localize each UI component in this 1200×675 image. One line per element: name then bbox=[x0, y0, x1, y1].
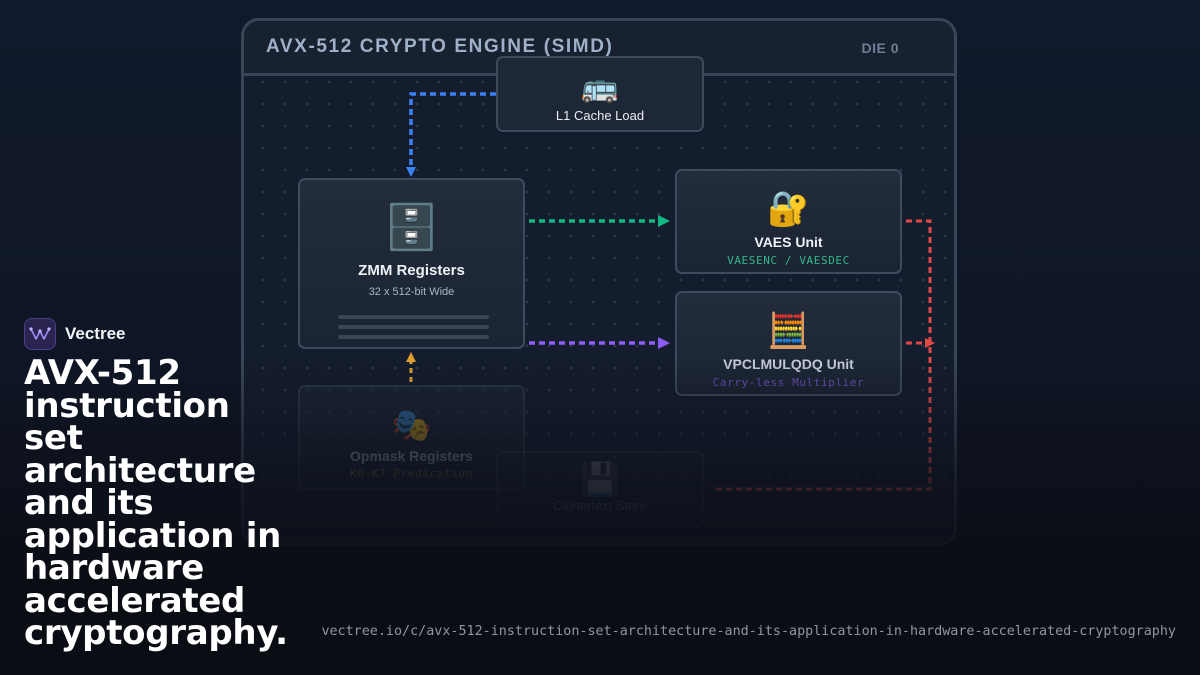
abacus-icon: 🧮 bbox=[767, 311, 810, 351]
opmask-title: Opmask Registers bbox=[350, 448, 473, 464]
register-lane-line bbox=[338, 335, 489, 339]
register-lane-line bbox=[338, 315, 489, 319]
engine-title: AVX-512 CRYPTO ENGINE (SIMD) bbox=[266, 36, 614, 57]
arrow-l1-to-zmm bbox=[406, 92, 496, 177]
lock-with-key-icon: 🔐 bbox=[767, 189, 810, 229]
zmm-title: ZMM Registers bbox=[358, 262, 465, 279]
brand-name: Vectree bbox=[65, 324, 126, 343]
l1-cache-load-node: 🚌 L1 Cache Load bbox=[496, 56, 704, 132]
register-lane-line bbox=[338, 325, 489, 329]
zmm-subtitle: 32 x 512-bit Wide bbox=[368, 286, 455, 298]
vpclmulqdq-subtitle: Carry-less Multiplier bbox=[712, 376, 865, 389]
page-url[interactable]: vectree.io/c/avx-512-instruction-set-arc… bbox=[321, 624, 1176, 639]
ciphertext-store-node: 💾 Ciphertext Store bbox=[496, 451, 704, 527]
performing-arts-icon: 🎭 bbox=[391, 406, 432, 444]
vpclmulqdq-title: VPCLMULQDQ Unit bbox=[723, 356, 854, 372]
floppy-disk-icon: 💾 bbox=[580, 460, 620, 498]
store-title: Ciphertext Store bbox=[553, 498, 647, 513]
vaes-unit-node: 🔐 VAES Unit VAESENC / VAESDEC bbox=[675, 169, 902, 274]
opmask-subtitle: K0-K7 Predication bbox=[350, 467, 473, 480]
headline: AVX-512 instruction set architecture and… bbox=[24, 353, 288, 653]
file-cabinet-icon: 🗄️ bbox=[384, 202, 439, 253]
brand[interactable]: Vectree bbox=[24, 317, 126, 351]
bus-icon: 🚌 bbox=[581, 70, 619, 105]
opmask-registers-node: 🎭 Opmask Registers K0-K7 Predication bbox=[298, 385, 525, 490]
die-label: DIE 0 bbox=[861, 40, 899, 56]
l1-cache-title: L1 Cache Load bbox=[555, 108, 645, 123]
vectree-logo-icon bbox=[24, 318, 56, 350]
zmm-registers-node: 🗄️ ZMM Registers 32 x 512-bit Wide bbox=[298, 178, 525, 349]
vaes-title: VAES Unit bbox=[754, 234, 823, 250]
vaes-subtitle: VAESENC / VAESDEC bbox=[727, 254, 850, 267]
vpclmulqdq-unit-node: 🧮 VPCLMULQDQ Unit Carry-less Multiplier bbox=[675, 291, 902, 396]
